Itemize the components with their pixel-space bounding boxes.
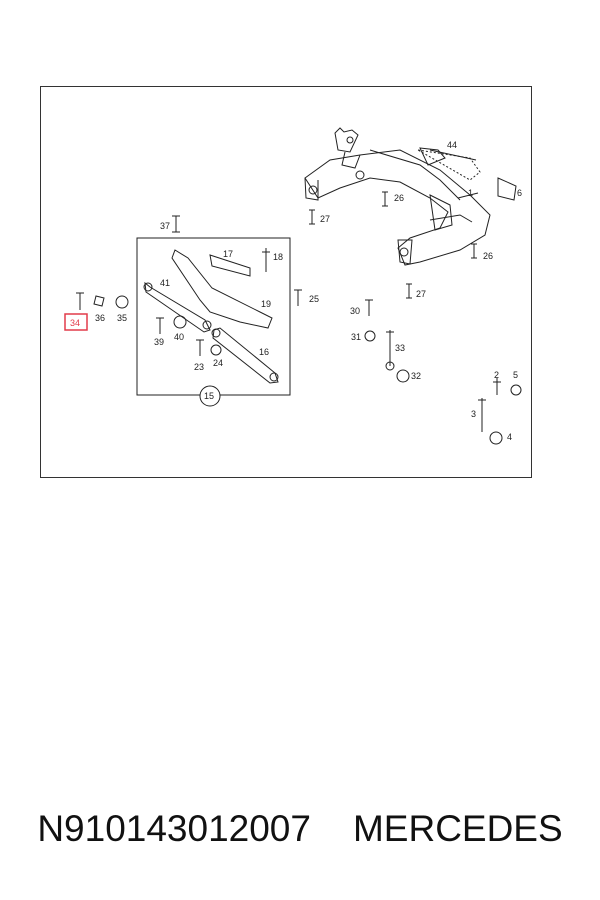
callout-1: 1 bbox=[468, 188, 473, 198]
highlight-box bbox=[64, 313, 88, 331]
callout-44: 44 bbox=[447, 140, 457, 150]
callout-4: 4 bbox=[507, 432, 512, 442]
callout-3: 3 bbox=[471, 409, 476, 419]
callout-6: 6 bbox=[517, 188, 522, 198]
callout-24: 24 bbox=[213, 358, 223, 368]
callout-27b: 27 bbox=[416, 289, 426, 299]
part-number: N910143012007 bbox=[37, 808, 311, 849]
control-arms bbox=[143, 249, 279, 384]
callout-labels: 44 1 6 26 27 26 27 37 17 18 41 25 19 30 … bbox=[70, 140, 522, 442]
callout-23: 23 bbox=[194, 362, 204, 372]
left-fasteners bbox=[76, 292, 129, 310]
callout-40: 40 bbox=[174, 332, 184, 342]
caption: N910143012007 MERCEDES bbox=[0, 808, 600, 850]
group-fasteners bbox=[156, 215, 302, 356]
rear-subframe bbox=[304, 127, 517, 266]
callout-18: 18 bbox=[273, 252, 283, 262]
callout-2: 2 bbox=[494, 370, 499, 380]
callout-15: 15 bbox=[204, 391, 214, 401]
brand-name: MERCEDES bbox=[352, 808, 563, 849]
parts-diagram: 44 1 6 26 27 26 27 37 17 18 41 25 19 30 … bbox=[64, 127, 522, 445]
subframe-bolts bbox=[309, 191, 477, 299]
callout-16: 16 bbox=[259, 347, 269, 357]
callout-30: 30 bbox=[350, 306, 360, 316]
callout-35: 35 bbox=[117, 313, 127, 323]
callout-26b: 26 bbox=[483, 251, 493, 261]
callout-19: 19 bbox=[261, 299, 271, 309]
right-fasteners bbox=[429, 149, 522, 445]
callout-39: 39 bbox=[154, 337, 164, 347]
callout-36: 36 bbox=[95, 313, 105, 323]
callout-33: 33 bbox=[395, 343, 405, 353]
callout-31: 31 bbox=[351, 332, 361, 342]
callout-26a: 26 bbox=[394, 193, 404, 203]
diagram-frame bbox=[40, 86, 532, 478]
callout-34: 34 bbox=[70, 318, 80, 328]
callout-41: 41 bbox=[160, 278, 170, 288]
arm-group-box bbox=[136, 237, 291, 396]
callout-37: 37 bbox=[160, 221, 170, 231]
callout-17: 17 bbox=[223, 249, 233, 259]
callout-27a: 27 bbox=[320, 214, 330, 224]
middle-fasteners bbox=[364, 299, 410, 383]
callout-32: 32 bbox=[411, 371, 421, 381]
callout-25: 25 bbox=[309, 294, 319, 304]
callout-5: 5 bbox=[513, 370, 518, 380]
